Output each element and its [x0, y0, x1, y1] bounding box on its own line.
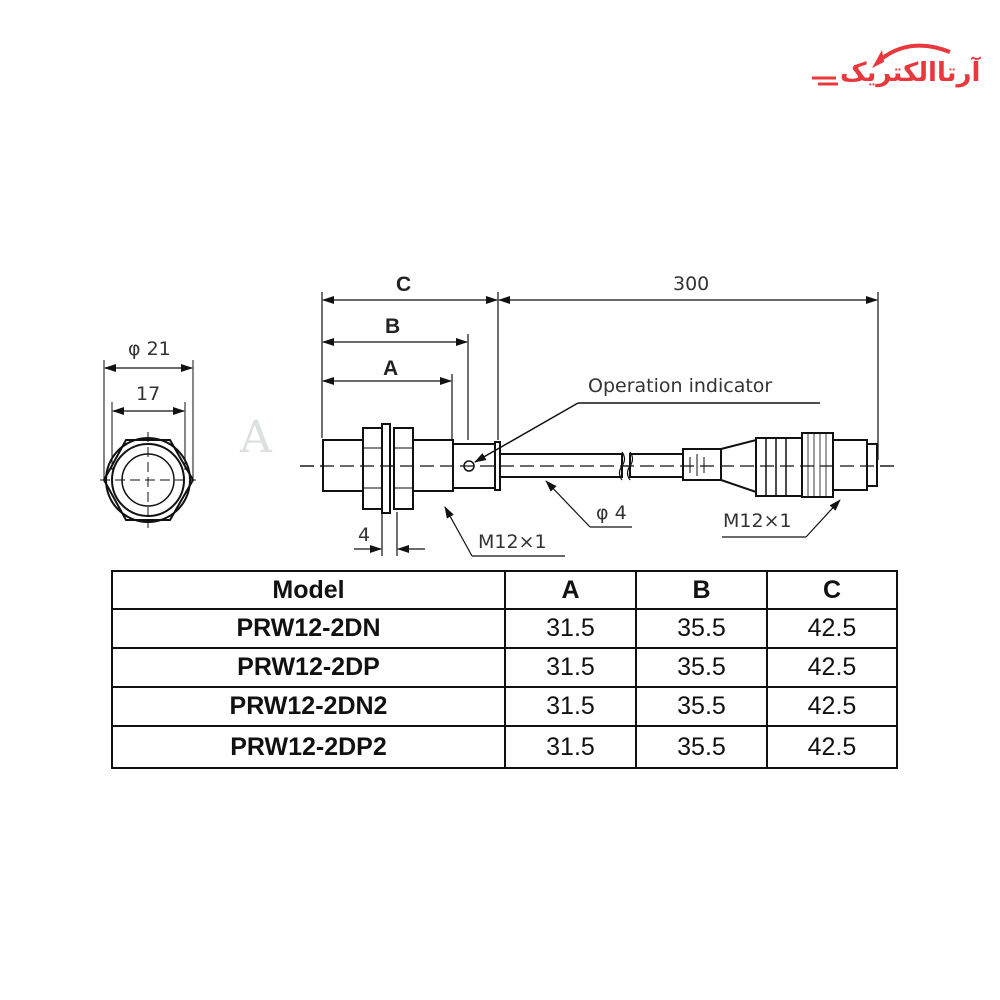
cell-c: 42.5 [766, 647, 898, 688]
header-model: Model [111, 570, 506, 610]
table-row: PRW12-2DN 31.5 35.5 42.5 [111, 608, 898, 649]
cell-model: PRW12-2DN [111, 608, 506, 649]
table-header-row: Model A B C [111, 570, 898, 610]
dim-b-label: B [385, 315, 400, 338]
dimensions-table: Model A B C PRW12-2DN 31.5 35.5 42.5 PRW… [111, 570, 898, 769]
thread-right-label: M12×1 [723, 510, 792, 532]
cell-b: 35.5 [635, 686, 768, 727]
thread-left-label: M12×1 [478, 531, 547, 553]
cable-diameter-label: φ 4 [596, 502, 627, 524]
header-c: C [766, 570, 898, 610]
cell-a: 31.5 [504, 686, 637, 727]
operation-indicator-led [463, 402, 820, 472]
cell-c: 42.5 [766, 608, 898, 649]
outer-diameter-label: φ 21 [128, 338, 171, 360]
sensor-side-view [300, 423, 895, 514]
dimension-drawing: A φ 21 17 [100, 273, 895, 557]
cell-c: 42.5 [766, 725, 898, 769]
watermark-logo: A [239, 412, 273, 463]
dim-c-label: C [396, 273, 411, 296]
cell-model: PRW12-2DP2 [111, 725, 506, 769]
end-view [100, 360, 196, 528]
cell-b: 35.5 [635, 608, 768, 649]
cell-model: PRW12-2DN2 [111, 686, 506, 727]
table-row: PRW12-2DN2 31.5 35.5 42.5 [111, 686, 898, 727]
header-b: B [635, 570, 768, 610]
svg-text:A: A [239, 412, 273, 463]
table-row: PRW12-2DP2 31.5 35.5 42.5 [111, 725, 898, 769]
inner-dimension-label: 17 [136, 383, 160, 405]
dim-a-label: A [383, 357, 398, 380]
logo-text: آرتاالکتریک [840, 58, 981, 88]
table-row: PRW12-2DP 31.5 35.5 42.5 [111, 647, 898, 688]
brand-logo: آرتاالکتریک [810, 38, 981, 94]
cell-a: 31.5 [504, 647, 637, 688]
cell-b: 35.5 [635, 725, 768, 769]
cell-a: 31.5 [504, 725, 637, 769]
cell-b: 35.5 [635, 647, 768, 688]
dimension-lines [321, 292, 879, 557]
operation-indicator-label: Operation indicator [588, 375, 772, 397]
header-a: A [504, 570, 637, 610]
cell-c: 42.5 [766, 686, 898, 727]
cable-length-label: 300 [673, 273, 709, 295]
cell-a: 31.5 [504, 608, 637, 649]
nut-width-label: 4 [358, 524, 370, 546]
cell-model: PRW12-2DP [111, 647, 506, 688]
